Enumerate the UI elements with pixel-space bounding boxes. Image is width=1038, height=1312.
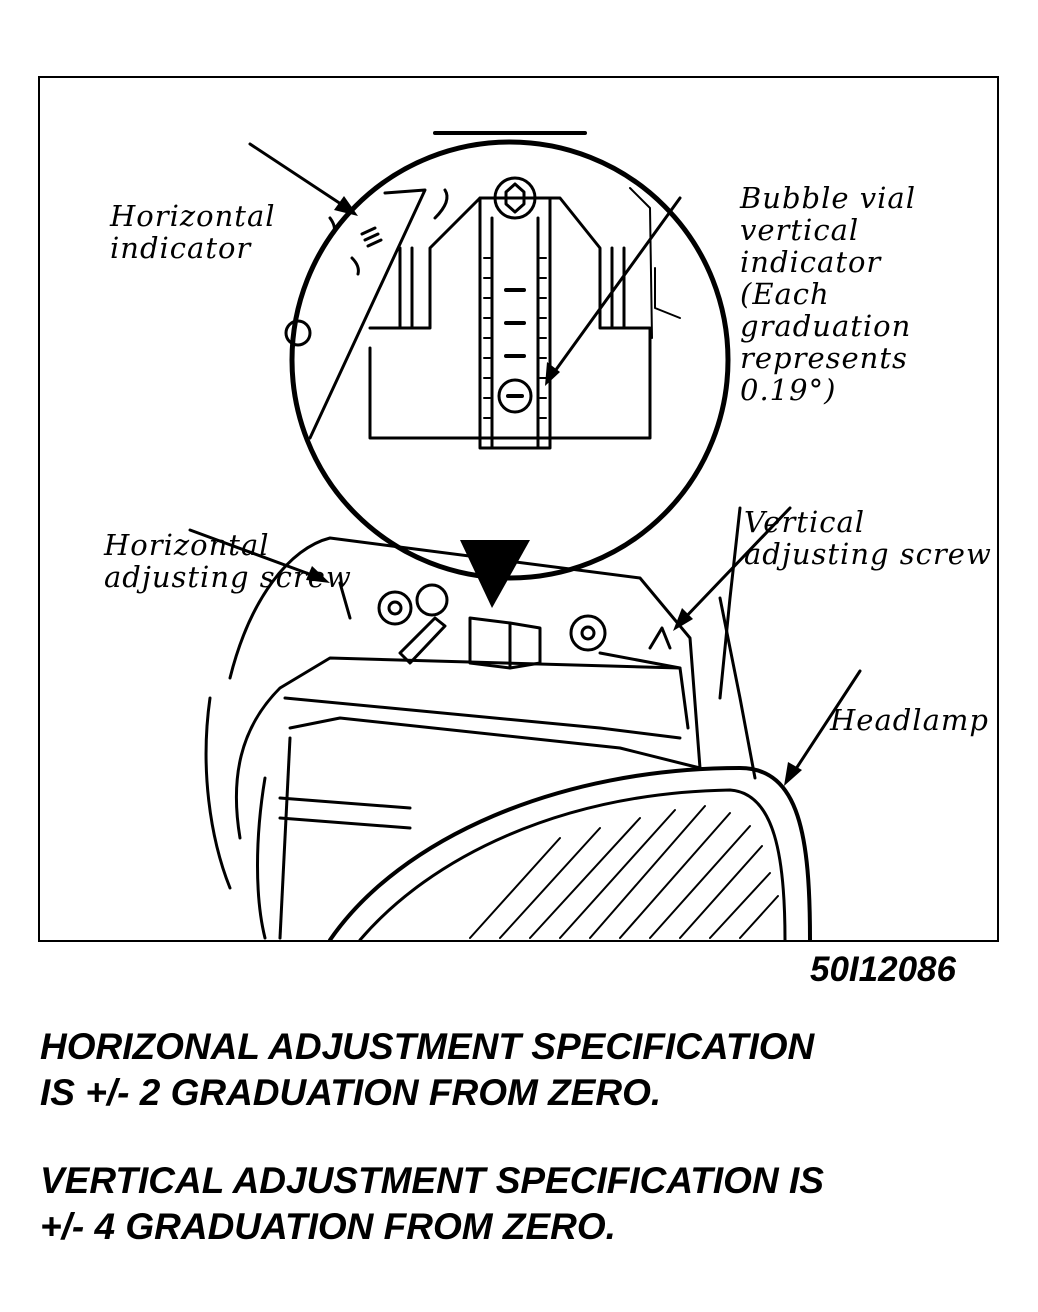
label-vertical-adjusting-screw: Vertical adjusting screw (744, 505, 992, 571)
label-horizontal-adjusting-screw: Horizontal adjusting screw (104, 528, 352, 594)
horizontal-spec-line-2: IS +/- 2 GRADUATION FROM ZERO. (40, 1072, 662, 1113)
vertical-spec-line-1: VERTICAL ADJUSTMENT SPECIFICATION IS (40, 1160, 824, 1201)
leader-arrowheads (306, 196, 802, 786)
headlamp-housing (204, 506, 757, 940)
label-horizontal-indicator: Horizontal indicator (110, 199, 276, 265)
vertical-spec-line-2: +/- 4 GRADUATION FROM ZERO. (40, 1206, 616, 1247)
horizontal-spec-line-1: HORIZONAL ADJUSTMENT SPECIFICATION (40, 1026, 815, 1067)
magnifier-pointer (460, 540, 530, 608)
headlamp-illustration (188, 131, 862, 940)
horizontal-specification: HORIZONAL ADJUSTMENT SPECIFICATION IS +/… (40, 1024, 814, 1116)
leader-lines (188, 142, 862, 780)
label-bubble-vial: Bubble vial vertical indicator (Each gra… (740, 181, 916, 407)
vertical-specification: VERTICAL ADJUSTMENT SPECIFICATION IS +/-… (40, 1158, 824, 1250)
headlamp-diagram: Horizontal indicator Bubble vial vertica… (38, 76, 999, 942)
label-headlamp: Headlamp (830, 703, 989, 737)
magnified-detail (284, 131, 731, 581)
figure-number: 50I12086 (810, 950, 956, 989)
headlamp-lens (328, 766, 812, 940)
